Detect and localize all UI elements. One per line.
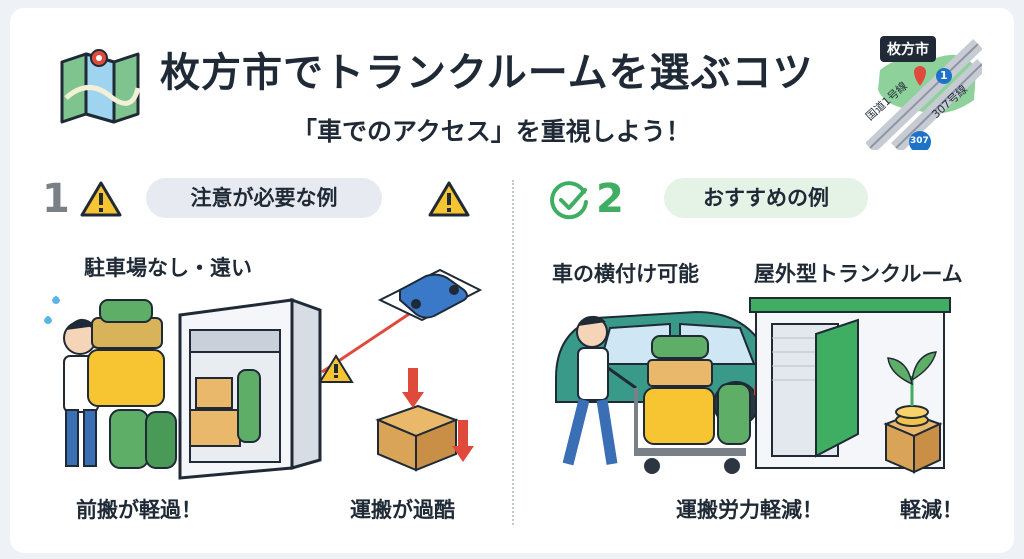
section-1-number: 1: [42, 176, 70, 222]
folded-map-icon: [60, 49, 141, 124]
caption-right-1: 運搬が過酷: [350, 498, 455, 522]
section-1-heading: 注意が必要な例: [146, 178, 382, 218]
route-307-shield: 307: [910, 136, 929, 146]
caption-right-2: 軽減！: [900, 498, 963, 522]
caption-left-2: 運搬労力軽減！: [676, 498, 823, 522]
page-subtitle: 「車でのアクセス」を重視しよう！: [292, 117, 691, 146]
section-2-number: 2: [596, 176, 624, 222]
check-circle-icon: [550, 181, 588, 220]
page-title: 枚方市でトランクルームを選ぶコツ: [160, 50, 814, 96]
good-example-illustration: [555, 297, 951, 474]
section-2-heading: おすすめの例: [664, 178, 868, 218]
outdoor-storage-label: 屋外型トランクルーム: [754, 262, 963, 286]
route-1-shield: 1: [940, 69, 948, 82]
no-parking-label: 駐車場なし・遠い: [84, 256, 252, 280]
map-city-label: 枚方市: [880, 36, 936, 62]
section-divider: [512, 180, 515, 525]
area-map: [866, 38, 982, 150]
bad-example-illustration: [44, 268, 483, 480]
caption-left-1: 前搬が軽過！: [76, 498, 202, 522]
warning-icon: [80, 181, 122, 217]
warning-icon-right: [428, 181, 470, 217]
car-access-label: 車の横付け可能: [552, 262, 699, 286]
